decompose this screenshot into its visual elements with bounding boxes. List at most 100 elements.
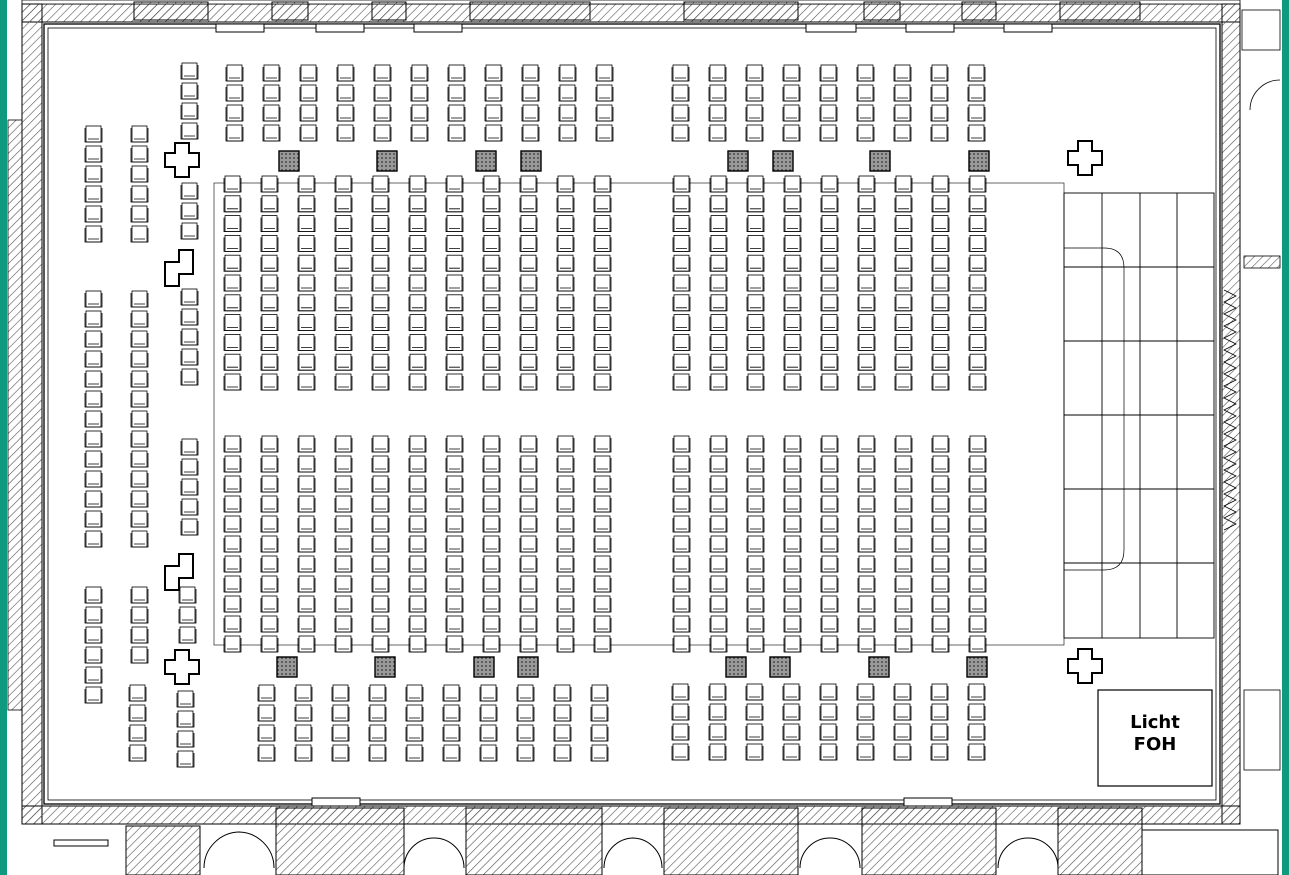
chair-icon	[894, 254, 913, 272]
chair-icon	[671, 723, 690, 741]
chair-icon	[130, 606, 149, 624]
chair-icon	[593, 515, 612, 533]
chair-icon	[334, 274, 353, 292]
chair-icon	[482, 195, 501, 213]
chair-icon	[297, 475, 316, 493]
chair-icon	[482, 274, 501, 292]
chair-icon	[856, 84, 875, 102]
chair-icon	[260, 495, 279, 513]
chair-icon	[672, 314, 691, 332]
chair-icon	[297, 615, 316, 633]
chair-icon	[445, 175, 464, 193]
chair-icon	[447, 104, 466, 122]
chair-icon	[968, 254, 987, 272]
chair-icon	[894, 515, 913, 533]
chair-icon	[968, 575, 987, 593]
chair-icon	[782, 723, 801, 741]
chair-icon	[709, 333, 728, 351]
chair-icon	[482, 215, 501, 233]
chair-icon	[84, 666, 103, 684]
chair-icon	[368, 704, 387, 722]
chair-icon	[820, 455, 839, 473]
chair-icon	[672, 234, 691, 252]
chair-icon	[519, 575, 538, 593]
pillars	[276, 150, 990, 678]
chair-icon	[857, 455, 876, 473]
chair-icon	[746, 254, 765, 272]
chair-icon	[479, 744, 498, 762]
chair-icon	[556, 274, 575, 292]
chair-icon	[930, 104, 949, 122]
chair-icon	[783, 575, 802, 593]
chair-icon	[783, 195, 802, 213]
chair-icon	[371, 353, 390, 371]
chair-icon	[930, 743, 949, 761]
chair-icon	[782, 64, 801, 82]
chair-icon	[297, 373, 316, 391]
chair-icon	[442, 744, 461, 762]
chair-icon	[334, 515, 353, 533]
chair-icon	[331, 724, 350, 742]
chair-icon	[556, 175, 575, 193]
chair-icon	[593, 353, 612, 371]
chair-icon	[968, 353, 987, 371]
chair-icon	[894, 615, 913, 633]
chair-icon	[893, 723, 912, 741]
chair-icon	[820, 495, 839, 513]
chair-icon	[894, 555, 913, 573]
chair-icon	[519, 515, 538, 533]
chair-icon	[820, 353, 839, 371]
chair-icon	[442, 724, 461, 742]
chair-icon	[708, 723, 727, 741]
chair-icon	[482, 535, 501, 553]
chair-icon	[260, 353, 279, 371]
chair-icon	[445, 495, 464, 513]
chair-icon	[180, 328, 199, 346]
chair-icon	[593, 274, 612, 292]
chair-icon	[820, 555, 839, 573]
chair-icon	[672, 535, 691, 553]
chair-icon	[519, 254, 538, 272]
chair-icon	[371, 215, 390, 233]
chair-icon	[672, 635, 691, 653]
chair-icon	[820, 254, 839, 272]
chair-icon	[445, 274, 464, 292]
chair-icon	[130, 646, 149, 664]
chair-icon	[294, 724, 313, 742]
chair-icon	[260, 475, 279, 493]
chair-icon	[746, 595, 765, 613]
chair-icon	[84, 205, 103, 223]
chair-icon	[225, 124, 244, 142]
chair-icon	[968, 555, 987, 573]
chair-icon	[746, 215, 765, 233]
chair-icon	[556, 615, 575, 633]
column-pillar-icon	[868, 656, 890, 678]
chair-icon	[783, 615, 802, 633]
chair-icon	[371, 475, 390, 493]
chair-icon	[223, 475, 242, 493]
chair-icon	[553, 704, 572, 722]
chair-icon	[783, 455, 802, 473]
chair-icon	[857, 215, 876, 233]
chair-icon	[556, 333, 575, 351]
column-pillar-icon	[473, 656, 495, 678]
chair-icon	[820, 333, 839, 351]
chair-icon	[857, 635, 876, 653]
chair-icon	[745, 723, 764, 741]
chair-icon	[371, 615, 390, 633]
chair-icon	[556, 635, 575, 653]
chair-icon	[819, 84, 838, 102]
chair-icon	[408, 274, 427, 292]
chair-icon	[331, 684, 350, 702]
chair-icon	[819, 703, 838, 721]
chair-icon	[516, 744, 535, 762]
chair-icon	[931, 635, 950, 653]
chair-icon	[408, 615, 427, 633]
chair-icon	[297, 294, 316, 312]
chair-icon	[336, 104, 355, 122]
chair-icon	[371, 254, 390, 272]
chair-icon	[968, 475, 987, 493]
chair-icon	[484, 104, 503, 122]
chair-icon	[746, 274, 765, 292]
